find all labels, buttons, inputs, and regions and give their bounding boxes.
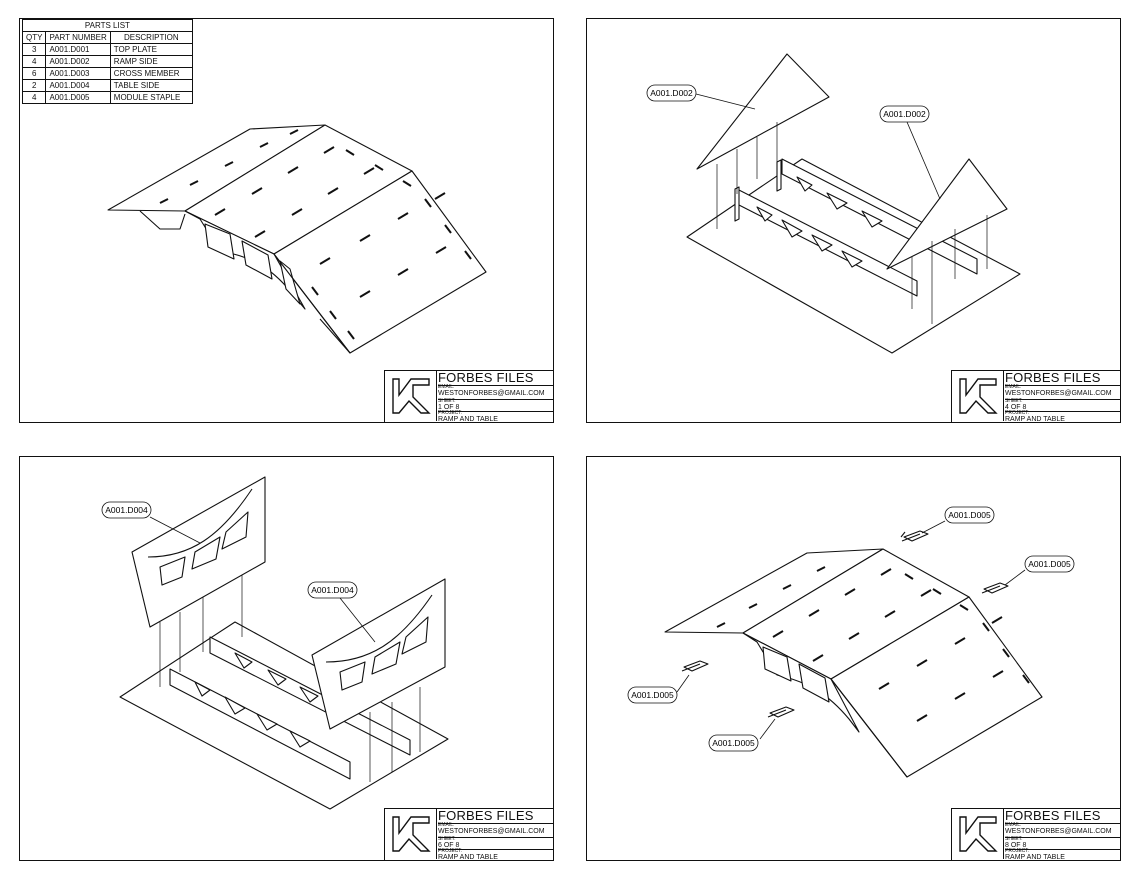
qty-cell: 4 — [21, 91, 47, 104]
callout-label: A001.D002 — [650, 88, 693, 98]
forbes-files-logo-icon — [952, 371, 1004, 421]
title-block: FORBES FILES EMAIL: WESTONFORBES@GMAIL.C… — [384, 808, 553, 861]
drawing-sheet-4: A001.D002 A001.D002 FORBES FILES EMAIL: … — [586, 18, 1121, 423]
drawing-sheet-6: A001.D004 A001.D004 FORBES FILES EMAIL: … — [19, 456, 554, 861]
title-block: FORBES FILES EMAIL: WESTONFORBES@GMAIL.C… — [951, 370, 1120, 423]
email-value: WESTONFORBES@GMAIL.COM — [438, 390, 545, 397]
callout-bubble: A001.D005 — [708, 734, 759, 752]
project-name: RAMP AND TABLE — [1005, 416, 1065, 423]
title-block: FORBES FILES EMAIL: WESTONFORBES@GMAIL.C… — [951, 808, 1120, 861]
email-caption: EMAIL: — [1005, 384, 1022, 390]
company-name: FORBES FILES — [1005, 809, 1120, 824]
qty-cell: 2 — [21, 79, 47, 92]
sheet-caption: SHEET: — [1005, 398, 1023, 404]
table-row: 2 A001.D004 TABLE SIDE — [21, 79, 193, 92]
email-caption: EMAIL: — [438, 384, 455, 390]
callout-label: A001.D004 — [311, 585, 354, 595]
project-caption: PROJECT: — [1005, 848, 1030, 854]
sheet-number: 4 OF 8 — [1005, 404, 1027, 411]
callout-leader-lines — [695, 93, 941, 200]
callout-leader-lines — [676, 520, 1026, 740]
company-name: FORBES FILES — [1005, 371, 1120, 386]
project-name: RAMP AND TABLE — [438, 854, 498, 861]
callout-label: A001.D002 — [883, 109, 926, 119]
sheet-caption: SHEET: — [1005, 836, 1023, 842]
drawing-sheet-1: PARTS LIST QTY PART NUMBER DESCRIPTION 3… — [19, 18, 554, 423]
title-block: FORBES FILES EMAIL: WESTONFORBES@GMAIL.C… — [384, 370, 553, 423]
project-name: RAMP AND TABLE — [438, 416, 498, 423]
callout-bubble: A001.D005 — [1024, 555, 1075, 573]
part-number-cell: A001.D005 — [45, 91, 111, 104]
project-caption: PROJECT: — [438, 410, 463, 416]
forbes-files-logo-icon — [385, 371, 437, 421]
sheet-number: 8 OF 8 — [1005, 842, 1027, 849]
company-name: FORBES FILES — [438, 809, 553, 824]
project-caption: PROJECT: — [1005, 410, 1030, 416]
callout-label: A001.D004 — [105, 505, 148, 515]
project-caption: PROJECT: — [438, 848, 463, 854]
forbes-files-logo-icon — [952, 809, 1004, 859]
sheet-number: 6 OF 8 — [438, 842, 460, 849]
callout-label: A001.D005 — [631, 690, 674, 700]
email-caption: EMAIL: — [438, 822, 455, 828]
callout-bubble: A001.D005 — [627, 686, 678, 704]
callout-bubble: A001.D002 — [879, 105, 930, 123]
sheet-caption: SHEET: — [438, 398, 456, 404]
sheet-number: 1 OF 8 — [438, 404, 460, 411]
sheet-caption: SHEET: — [438, 836, 456, 842]
callout-label: A001.D005 — [948, 510, 991, 520]
forbes-files-logo-icon — [385, 809, 437, 859]
callout-leader-lines — [149, 516, 376, 643]
callout-bubble: A001.D004 — [101, 501, 152, 519]
table-side-exploded-drawing: A001.D004 A001.D004 — [101, 476, 449, 810]
email-value: WESTONFORBES@GMAIL.COM — [1005, 390, 1112, 397]
ramp-assembly-drawing — [107, 124, 487, 354]
parts-list-header-row: QTY PART NUMBER DESCRIPTION — [21, 31, 193, 44]
company-name: FORBES FILES — [438, 371, 553, 386]
callout-bubble: A001.D005 — [944, 506, 995, 524]
table-row: 4 A001.D005 MODULE STAPLE — [21, 91, 193, 104]
email-value: WESTONFORBES@GMAIL.COM — [438, 828, 545, 835]
email-value: WESTONFORBES@GMAIL.COM — [1005, 828, 1112, 835]
module-staple-exploded-drawing: A001.D005 A001.D005 A001.D005 A001.D005 — [627, 506, 1075, 778]
parts-list-table: PARTS LIST QTY PART NUMBER DESCRIPTION 3… — [21, 19, 193, 104]
project-name: RAMP AND TABLE — [1005, 854, 1065, 861]
callout-label: A001.D005 — [1028, 559, 1071, 569]
callout-label: A001.D005 — [712, 738, 755, 748]
ramp-side-exploded-drawing: A001.D002 A001.D002 — [646, 53, 1021, 354]
callout-bubble: A001.D002 — [646, 84, 697, 102]
email-caption: EMAIL: — [1005, 822, 1022, 828]
qty-cell: 6 — [21, 67, 47, 80]
table-row: 4 A001.D002 RAMP SIDE — [21, 55, 193, 68]
drawing-sheet-8: A001.D005 A001.D005 A001.D005 A001.D005 … — [586, 456, 1121, 861]
description-cell: MODULE STAPLE — [109, 91, 193, 104]
callout-bubble: A001.D004 — [307, 581, 358, 599]
